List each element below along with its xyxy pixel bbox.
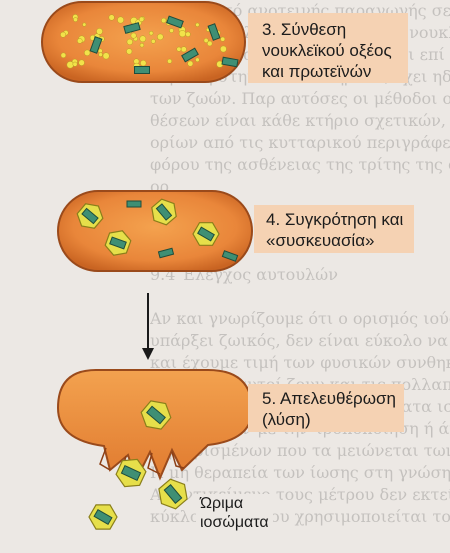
nucleotide-dot — [117, 16, 125, 24]
virion — [104, 230, 132, 256]
virion — [88, 504, 118, 530]
capsid-protein-rods — [89, 15, 239, 74]
bleed-through-line: των ζωών. Παρ αυτόσες οι μέθοδοι οδηγο — [150, 89, 450, 108]
nucleic-acid-rod — [155, 203, 173, 221]
step-4-label-line-2: «συσκευασία» — [266, 231, 375, 250]
virion — [192, 222, 220, 246]
nucleotide-dot — [206, 40, 213, 47]
nucleotide-dot — [150, 38, 156, 44]
assembled-virions — [76, 198, 220, 256]
nucleic-acid-rod — [93, 508, 113, 526]
nucleotide-dot — [84, 49, 91, 56]
nucleic-acid-rod — [221, 56, 239, 68]
nucleotide-dot — [72, 61, 78, 67]
nucleic-acid-rod — [81, 207, 99, 225]
nucleotide-dot — [60, 31, 67, 38]
nucleotide-dot — [220, 45, 227, 53]
nucleotide-dot — [140, 59, 147, 67]
step-4-label-line-1: 4. Συγκρότηση και — [266, 210, 404, 229]
nucleotide-dot — [157, 33, 164, 41]
nucleotide-dot — [139, 35, 147, 43]
nucleotide-dot — [60, 52, 67, 59]
step-3-label: 3. Σύνθεση νουκλεϊκού οξέος και πρωτεϊνώ… — [248, 13, 408, 83]
nucleotide-dot — [187, 60, 194, 67]
nucleotide-dot — [98, 52, 103, 57]
nucleotide-dot — [126, 48, 133, 55]
bleed-through-line: θέσεων είναι κάθε κτήριο σχετικών, πρ — [150, 111, 450, 130]
bleed-through-line: ορίων από τις κυτταρικού περιγράφε πε — [150, 133, 450, 152]
bacterial-cell-step-3 — [41, 1, 246, 83]
step-3-label-line-2: νουκλεϊκού οξέος — [262, 41, 392, 60]
nucleic-acid-rod — [120, 464, 142, 482]
nucleotide-dot — [176, 46, 182, 52]
step-5-label: 5. Απελευθέρωση (λύση) — [248, 384, 404, 432]
bleed-through-line: φόρου της ασθένειας της τρίτης της ομάδ — [150, 155, 450, 174]
nucleic-acid-rod — [134, 66, 150, 74]
step-5-label-line-1: 5. Απελευθέρωση — [262, 389, 396, 408]
nucleotide-dot — [102, 52, 110, 60]
nucleotide-dot — [126, 38, 133, 46]
nucleic-acid-rod — [123, 22, 141, 34]
nucleic-acid-rod — [181, 47, 199, 63]
mature-label-line-2: ιοσώματα — [200, 514, 269, 531]
nucleic-acid-rod — [166, 15, 184, 29]
step-3-label-line-1: 3. Σύνθεση — [262, 20, 347, 39]
nucleic-acid-rod — [221, 250, 239, 262]
bleed-through-line: και έχουμε τιμή των φυσικών συνθηκών ομο… — [150, 353, 450, 372]
step-4-label: 4. Συγκρότηση και «συσκευασία» — [254, 205, 414, 253]
nucleotide-dot — [78, 59, 85, 66]
nucleotide-dot — [178, 30, 186, 38]
nucleotide-dot — [220, 36, 226, 42]
nucleotide-dot — [73, 17, 78, 22]
lysing-cell-step-5 — [56, 369, 254, 530]
virion — [76, 203, 104, 229]
nucleotide-dot — [97, 48, 103, 54]
virion — [151, 198, 177, 226]
bleed-through-line: Αν και γνωρίζουμε ότι ο ορισμός ιούς για… — [150, 309, 450, 328]
nucleotide-dot — [66, 61, 74, 69]
step-5-label-line-2: (λύση) — [262, 410, 311, 429]
nucleotide-dot — [77, 38, 83, 44]
nucleotide-dot — [203, 38, 209, 43]
nucleic-acid-rod — [89, 36, 103, 54]
nucleotide-dot — [195, 57, 200, 63]
nucleotide-dot — [169, 28, 174, 33]
nucleotide-dot — [195, 22, 200, 27]
nucleotide-dot — [139, 42, 145, 48]
released-virions — [88, 400, 188, 530]
nucleic-acid-rod — [197, 226, 215, 242]
step-3-label-line-3: και πρωτεϊνών — [262, 62, 372, 81]
nucleotide-dot — [96, 28, 103, 35]
nucleotide-dot — [161, 17, 167, 24]
nucleotide-dot — [130, 32, 137, 39]
nucleotide-dot — [180, 46, 187, 53]
down-arrow-icon — [142, 293, 154, 360]
bacterial-cell-step-4 — [57, 190, 253, 272]
nucleic-acid-rod — [157, 247, 175, 259]
virion — [140, 400, 172, 430]
bleed-through-line: υπάρξει ζωικός, δεν είναι εύκολο να προσ… — [150, 331, 450, 350]
nucleotide-dot — [108, 14, 115, 21]
bleed-through-line: Η μη θεραπεία των ίωσης στη γνώση — [150, 463, 450, 482]
bleed-through-line: περιορισμένων που τα μειώνεται των να μο… — [150, 441, 450, 460]
free-nucleic-acid-rods — [126, 200, 239, 262]
nucleotide-dot — [148, 30, 154, 36]
nucleotide-dot — [185, 31, 191, 37]
virion — [115, 458, 147, 488]
nucleic-acid-rod — [163, 484, 183, 504]
mature-virions-label: Ώριμα ιοσώματα — [196, 494, 273, 532]
virion — [158, 478, 188, 510]
mature-label-line-1: Ώριμα — [200, 495, 244, 512]
nucleic-acid-rod — [109, 236, 127, 250]
nucleotide-dot — [82, 22, 87, 27]
nucleotide-dot — [138, 16, 145, 22]
nucleic-acid-rod — [126, 200, 142, 208]
nucleotide-dot — [167, 58, 173, 64]
nucleic-acid-rod — [146, 405, 166, 425]
nucleic-acid-rod — [207, 23, 221, 41]
